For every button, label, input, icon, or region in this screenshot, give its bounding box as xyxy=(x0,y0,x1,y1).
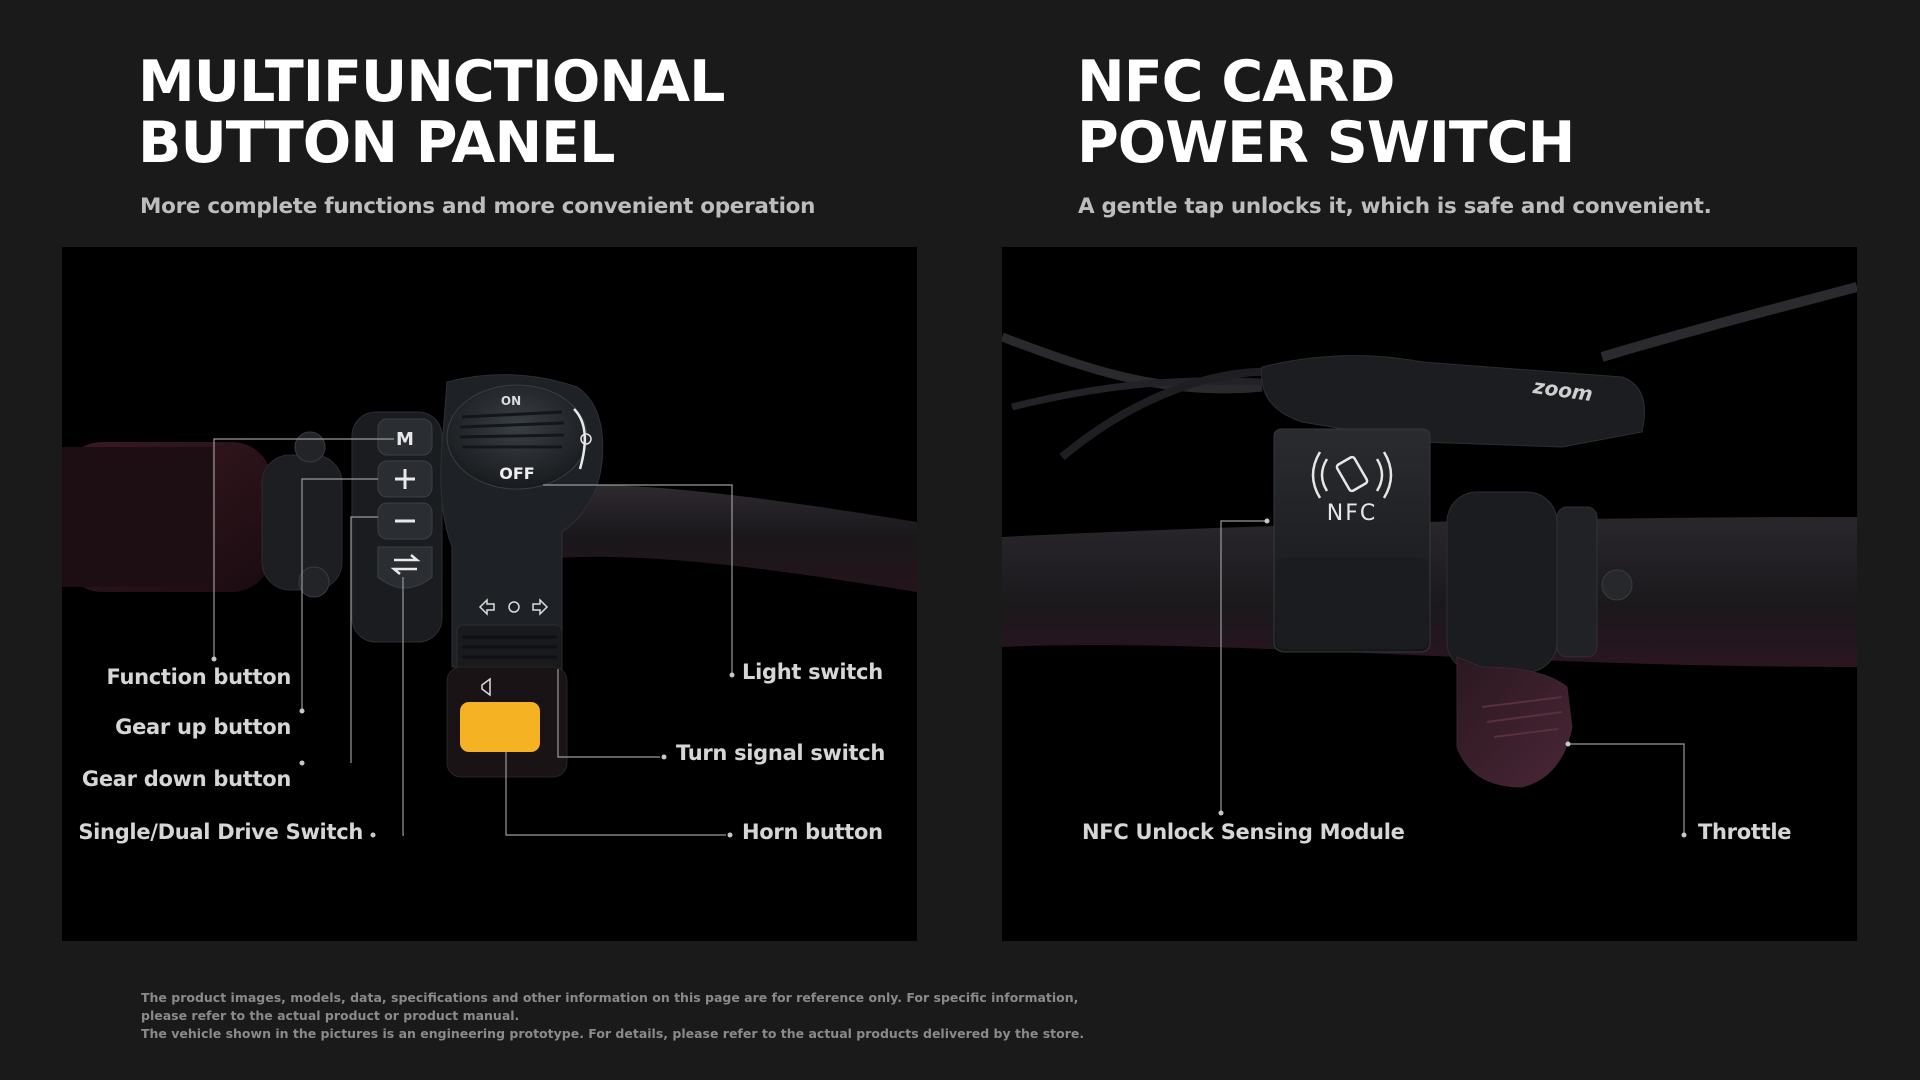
nfc-switch-title-line1: NFC CARD xyxy=(1077,49,1395,115)
center-dot-icon xyxy=(508,601,520,613)
nfc-module-lower-shape xyxy=(1276,557,1428,649)
function-button-shape xyxy=(377,418,433,456)
button-panel-title-line2: BUTTON PANEL xyxy=(138,110,615,176)
on-label: ON xyxy=(501,394,521,408)
horn-icon xyxy=(481,677,491,697)
callout-throttle: Throttle xyxy=(1698,820,1792,844)
nfc-switch-subtitle: A gentle tap unlocks it, which is safe a… xyxy=(1078,194,1712,219)
throttle-clamp-shape xyxy=(1556,506,1598,658)
left-arrow-icon xyxy=(478,598,495,616)
callout-drive-switch: Single/Dual Drive Switch xyxy=(78,820,363,844)
callout-gear-up-button: Gear up button xyxy=(115,715,291,739)
brake-controller-shape xyxy=(1261,355,1645,448)
clamp-bolt-bottom-shape xyxy=(298,566,330,598)
throttle-bolt-shape xyxy=(1601,569,1633,601)
swap-arrows-icon xyxy=(390,554,421,575)
button-panel-subtitle: More complete functions and more conveni… xyxy=(140,194,816,219)
nfc-waves-icon xyxy=(1311,451,1393,499)
nfc-label: NFC xyxy=(1327,501,1377,526)
button-panel-title: MULTIFUNCTIONAL BUTTON PANEL xyxy=(138,49,725,176)
nfc-switch-title-line2: POWER SWITCH xyxy=(1077,110,1575,176)
dial-grip-lines xyxy=(459,410,565,449)
callout-nfc-module: NFC Unlock Sensing Module xyxy=(1082,820,1405,844)
nfc-switch-image: zoom NFC xyxy=(1002,247,1857,941)
disclaimer-line2: The vehicle shown in the pictures is an … xyxy=(141,1026,1085,1041)
leader-lines-right xyxy=(1220,520,1685,835)
clamp-bolt-top-shape xyxy=(294,431,326,463)
nfc-switch-title: NFC CARD POWER SWITCH xyxy=(1077,49,1575,176)
drive-switch-shape xyxy=(377,546,433,589)
headlight-icon xyxy=(580,433,592,445)
callout-function-button: Function button xyxy=(106,665,291,689)
leader-dots xyxy=(211,656,735,838)
leader-lines xyxy=(213,438,733,836)
button-panel-title-line1: MULTIFUNCTIONAL xyxy=(138,49,725,115)
mode-key-label: M xyxy=(396,429,414,450)
plus-icon xyxy=(395,469,415,489)
throttle-paddle-shape xyxy=(1456,656,1573,788)
throttle-grip-ribs xyxy=(1481,696,1563,738)
leader-dots-right xyxy=(1218,518,1687,838)
button-panel-image: M ON OFF xyxy=(62,247,917,941)
handlebar-shape xyxy=(512,484,917,592)
turn-signal-ribs xyxy=(462,635,557,659)
cable-shape-1 xyxy=(1002,332,1263,394)
callout-horn-button: Horn button xyxy=(742,820,883,844)
nfc-switch-illustration: zoom NFC xyxy=(1002,282,1857,838)
disclaimer: The product images, models, data, specif… xyxy=(141,989,1091,1043)
handle-grip-inner-shape xyxy=(62,447,212,587)
disclaimer-line1: The product images, models, data, specif… xyxy=(141,990,1079,1023)
horn-button-shape xyxy=(460,702,540,752)
callout-gear-down-button: Gear down button xyxy=(81,767,291,791)
cable-shape-4 xyxy=(1600,282,1857,362)
callout-light-switch: Light switch xyxy=(742,660,883,684)
cable-shape-3 xyxy=(1059,367,1283,461)
right-arrow-icon xyxy=(532,598,549,616)
button-panel-illustration: M ON OFF xyxy=(62,374,917,838)
off-label: OFF xyxy=(499,464,534,483)
cable-shape-2 xyxy=(1011,377,1263,411)
callout-turn-signal-switch: Turn signal switch xyxy=(676,741,886,765)
throttle-housing-shape xyxy=(1446,491,1558,673)
dial-arc-icon xyxy=(573,408,586,470)
